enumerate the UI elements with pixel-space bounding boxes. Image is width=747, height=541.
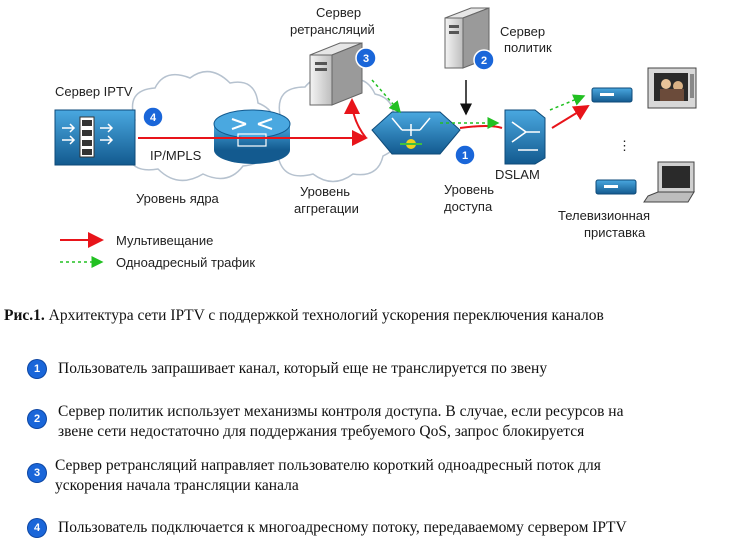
badge-1: 1 bbox=[454, 144, 476, 166]
iptv-server-label: Сервер IPTV bbox=[55, 84, 133, 99]
multicast-arrow-access bbox=[459, 125, 503, 129]
access-level-label-2: доступа bbox=[444, 199, 493, 214]
dslam-label: DSLAM bbox=[495, 167, 540, 182]
step-1-text: Пользователь запрашивает канал, который … bbox=[58, 360, 548, 377]
dslam-icon bbox=[504, 109, 546, 165]
policy-server-label-2: политик bbox=[504, 40, 552, 55]
step-badge-3: 3 bbox=[28, 464, 46, 482]
laptop-icon bbox=[643, 161, 695, 203]
settop-box-label-2: приставка bbox=[584, 225, 646, 240]
badge-4: 4 bbox=[142, 106, 164, 128]
devices-ellipsis: ⋮ bbox=[618, 138, 631, 153]
step-2-text: Сервер политик использует механизмы конт… bbox=[58, 403, 624, 440]
relay-server-icon bbox=[309, 42, 363, 106]
aggregation-level-label-2: аггрегации bbox=[294, 201, 359, 216]
svg-text:1: 1 bbox=[462, 150, 468, 162]
caption-prefix: Рис.1. bbox=[4, 307, 45, 324]
legend-multicast-label: Мультивещание bbox=[116, 233, 213, 248]
ip-mpls-label: IP/MPLS bbox=[150, 148, 202, 163]
badge-3: 3 bbox=[355, 47, 377, 69]
core-level-label: Уровень ядра bbox=[136, 191, 220, 206]
access-level-label-1: Уровень bbox=[444, 182, 494, 197]
step-3-text: Сервер ретрансляций направляет пользоват… bbox=[55, 457, 601, 494]
badge-2: 2 bbox=[473, 49, 495, 71]
svg-text:2: 2 bbox=[481, 55, 487, 67]
aggregation-switch-icon bbox=[371, 111, 461, 155]
aggregation-level-label-1: Уровень bbox=[300, 184, 350, 199]
unicast-arrow-relay bbox=[371, 79, 401, 114]
unicast-arrow-user bbox=[549, 94, 586, 111]
svg-text:4: 4 bbox=[150, 112, 157, 124]
figure-caption: Рис.1. Архитектура сети IPTV с поддержко… bbox=[4, 307, 744, 325]
relay-server-label-2: ретрансляций bbox=[290, 22, 375, 37]
policy-server-label-1: Сервер bbox=[500, 24, 545, 39]
tv-icon bbox=[647, 67, 697, 109]
step-badge-1: 1 bbox=[28, 360, 46, 378]
multicast-arrow-dslam bbox=[551, 104, 590, 129]
settop-box-top-icon bbox=[591, 87, 633, 103]
step-4-text: Пользователь подключается к многоадресно… bbox=[58, 519, 627, 536]
step-badge-4: 4 bbox=[28, 519, 46, 537]
multicast-arrow-relay bbox=[344, 98, 367, 139]
settop-box-bottom-icon bbox=[595, 179, 637, 195]
caption-text: Архитектура сети IPTV с поддержкой техно… bbox=[44, 307, 604, 324]
iptv-server-icon bbox=[54, 109, 136, 166]
step-badge-2: 2 bbox=[28, 410, 46, 428]
svg-text:3: 3 bbox=[363, 53, 369, 65]
network-diagram: Сервер IPTV Сервер ретрансляций Сервер п… bbox=[54, 5, 697, 270]
legend-unicast-label: Одноадресный трафик bbox=[116, 255, 255, 270]
relay-server-label-1: Сервер bbox=[316, 5, 361, 20]
settop-box-label-1: Телевизионная bbox=[558, 208, 650, 223]
